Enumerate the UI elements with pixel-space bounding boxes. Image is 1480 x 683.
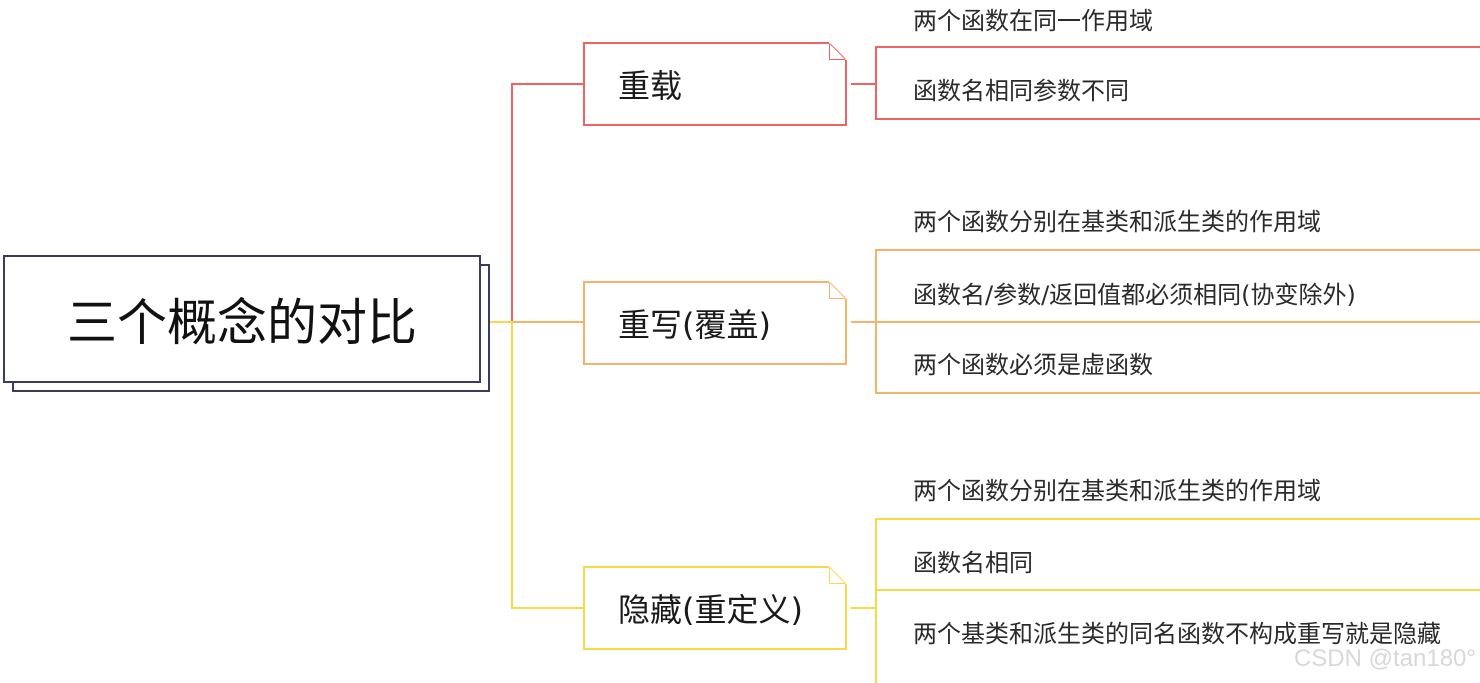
leaf-overload-2[interactable]: 函数名相同参数不同 [913,77,1129,105]
leaf-override-2[interactable]: 函数名/参数/返回值都必须相同(协变除外) [913,281,1356,309]
note-fold-icon [829,566,847,584]
branch-override[interactable]: 重写(覆盖) [583,281,847,365]
leaf-hide-1[interactable]: 两个函数分别在基类和派生类的作用域 [913,477,1321,505]
branch-overload[interactable]: 重载 [583,42,847,126]
branch-hide-label: 隐藏(重定义) [618,591,803,629]
branch-overload-label: 重载 [618,67,683,105]
leaf-override-1[interactable]: 两个函数分别在基类和派生类的作用域 [913,208,1321,236]
root-node[interactable]: 三个概念的对比 [3,255,481,383]
branch-override-label: 重写(覆盖) [618,306,771,344]
watermark: CSDN @tan180° [1293,645,1476,672]
leaf-override-3[interactable]: 两个函数必须是虚函数 [913,351,1153,379]
branch-hide[interactable]: 隐藏(重定义) [583,566,847,650]
root-label: 三个概念的对比 [67,294,417,352]
link-overload-leaves [851,46,1480,120]
note-fold-icon [829,42,847,60]
link-root-hide [490,321,583,609]
leaf-overload-1[interactable]: 两个函数在同一作用域 [913,7,1153,35]
note-fold-icon [829,281,847,299]
leaf-hide-2[interactable]: 函数名相同 [913,549,1033,577]
link-hide-leaves [851,518,1480,683]
leaf-hide-3[interactable]: 两个基类和派生类的同名函数不构成重写就是隐藏 [913,620,1441,648]
link-override-leaves [851,249,1480,394]
link-root-overload [490,83,583,323]
